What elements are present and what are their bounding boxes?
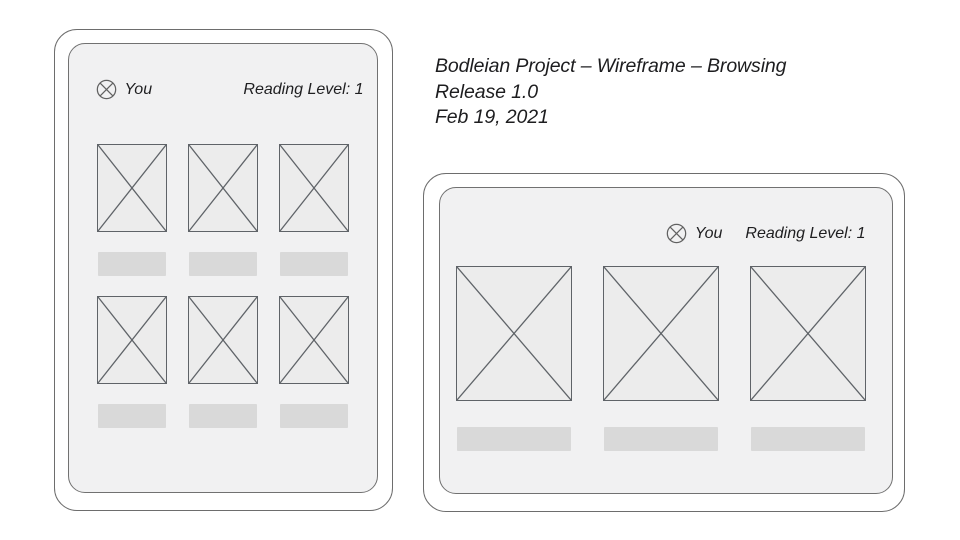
crossed-box-icon xyxy=(98,297,166,383)
title-placeholder-bar xyxy=(97,251,166,276)
book-thumbnail-placeholder[interactable] xyxy=(278,143,349,232)
book-thumbnail-placeholder[interactable] xyxy=(749,265,866,401)
user-icon xyxy=(96,79,116,100)
tablet-portrait-frame: You Reading Level: 1 xyxy=(54,29,393,511)
title-placeholder-bar xyxy=(750,426,865,451)
crossed-box-icon xyxy=(604,267,718,400)
title-placeholder-bar xyxy=(279,251,348,276)
landscape-content-grid xyxy=(455,265,866,451)
crossed-box-icon xyxy=(280,145,348,231)
portrait-header: You Reading Level: 1 xyxy=(96,79,364,101)
crossed-box-icon xyxy=(189,297,257,383)
book-thumbnail-placeholder[interactable] xyxy=(278,295,349,384)
tablet-portrait-screen: You Reading Level: 1 xyxy=(67,42,378,493)
user-label: You xyxy=(694,224,723,242)
title-placeholder-bar xyxy=(603,426,718,451)
book-thumbnail-placeholder[interactable] xyxy=(96,143,167,232)
book-thumbnail-placeholder[interactable] xyxy=(187,295,258,384)
crossed-box-icon xyxy=(751,267,865,400)
title-placeholder-bar xyxy=(456,426,571,451)
tablet-landscape-screen: You Reading Level: 1 xyxy=(438,186,893,494)
landscape-header: You Reading Level: 1 xyxy=(666,223,866,245)
annotation-release: Release 1.0 xyxy=(435,80,538,103)
user-icon xyxy=(666,223,687,244)
book-thumbnail-placeholder[interactable] xyxy=(187,143,258,232)
annotation-block: Bodleian Project – Wireframe – Browsing … xyxy=(435,54,787,131)
user-profile-button[interactable]: You xyxy=(666,223,723,244)
annotation-date: Feb 19, 2021 xyxy=(435,106,549,128)
title-placeholder-bar xyxy=(188,403,257,428)
book-thumbnail-placeholder[interactable] xyxy=(455,265,572,401)
reading-level-control[interactable]: Reading Level: 1 xyxy=(745,224,866,242)
reading-level-control[interactable]: Reading Level: 1 xyxy=(243,80,364,98)
annotation-title: Bodleian Project – Wireframe – Browsing xyxy=(435,55,787,77)
crossed-box-icon xyxy=(189,145,257,231)
tablet-landscape-frame: You Reading Level: 1 xyxy=(423,173,905,512)
book-thumbnail-placeholder[interactable] xyxy=(602,265,719,401)
user-profile-button[interactable]: You xyxy=(96,79,153,100)
portrait-content-grid xyxy=(96,143,349,428)
crossed-box-icon xyxy=(280,297,348,383)
title-placeholder-bar xyxy=(188,251,257,276)
title-placeholder-bar xyxy=(279,403,348,428)
user-label: You xyxy=(124,80,153,98)
crossed-box-icon xyxy=(98,145,166,231)
book-thumbnail-placeholder[interactable] xyxy=(96,295,167,384)
crossed-box-icon xyxy=(457,267,571,400)
title-placeholder-bar xyxy=(97,403,166,428)
